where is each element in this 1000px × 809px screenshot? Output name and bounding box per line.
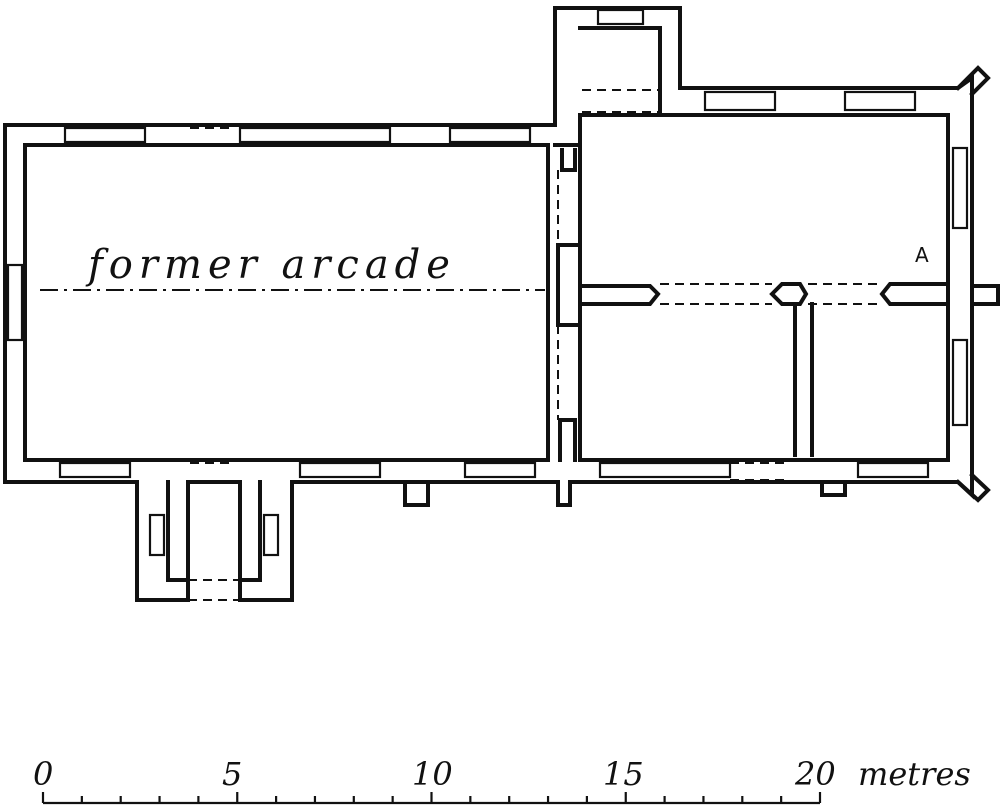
arcade-east-1 — [660, 283, 772, 305]
windows — [6, 8, 969, 557]
chancel-inner-wall — [578, 113, 950, 462]
buttress-south-2 — [820, 480, 847, 497]
partition-stub-east — [970, 284, 1000, 306]
crossing-wall-north — [553, 143, 582, 172]
partition-west-arm — [578, 284, 661, 306]
nave — [3, 6, 974, 602]
nave-outer-wall — [3, 6, 974, 602]
buttress-south-1 — [403, 480, 430, 507]
partition-vertical — [793, 302, 814, 457]
porch-inner-east — [238, 480, 262, 602]
window-nave-n3 — [448, 126, 532, 144]
window-porch-w — [148, 513, 166, 557]
scale-tick-10: 10 — [412, 755, 453, 793]
window-porch-e — [262, 513, 280, 557]
partition-east-arm — [879, 282, 950, 306]
opening-chancel-south — [730, 462, 790, 481]
buttress-ne — [955, 65, 991, 97]
chancel-arch-north — [547, 150, 559, 245]
crossing-wall-middle — [556, 243, 582, 327]
window-nave-s3 — [463, 461, 537, 479]
annex-opening — [582, 89, 658, 113]
window-east-1 — [951, 146, 969, 230]
buttresses — [403, 65, 991, 507]
window-annex-n — [596, 8, 645, 26]
north-annex-inner — [578, 26, 662, 117]
buttress-se — [955, 472, 991, 503]
window-nave-s1 — [58, 461, 132, 479]
scale-tick-5: 5 — [222, 755, 242, 793]
chancel-arch-south — [547, 325, 559, 420]
chancel — [553, 26, 950, 462]
window-nave-n1 — [63, 126, 147, 144]
window-west — [6, 263, 24, 342]
scale-tick-20: 20 — [794, 755, 836, 793]
window-chancel-s1 — [598, 461, 732, 479]
porch-inner-west — [166, 480, 190, 602]
scale-tick-0: 0 — [33, 755, 53, 793]
point-a-label: A — [915, 243, 929, 267]
scale-tick-15: 15 — [603, 755, 644, 793]
window-chancel-n1 — [703, 90, 777, 112]
former-arcade-label: former arcade — [85, 242, 456, 288]
window-chancel-s2 — [856, 461, 930, 479]
opening-nave-north-door — [190, 127, 235, 146]
arcade-east-2 — [808, 283, 880, 305]
partition-pier — [769, 282, 809, 306]
opening-porch-outer — [188, 579, 240, 601]
scale-unit: metres — [858, 755, 971, 793]
window-nave-n2 — [238, 126, 392, 144]
partitions — [578, 282, 1000, 457]
openings — [188, 89, 880, 601]
window-chancel-n2 — [843, 90, 917, 112]
nave-inner-wall — [23, 143, 550, 462]
opening-nave-south-door — [190, 462, 235, 483]
crossing-wall-south — [558, 418, 577, 462]
scale-minor-ticks — [41, 792, 822, 803]
south-porch — [166, 480, 262, 602]
window-east-2 — [951, 338, 969, 427]
scale-bar: 0 5 10 15 20 metres — [33, 755, 971, 805]
window-nave-s2 — [298, 461, 382, 479]
